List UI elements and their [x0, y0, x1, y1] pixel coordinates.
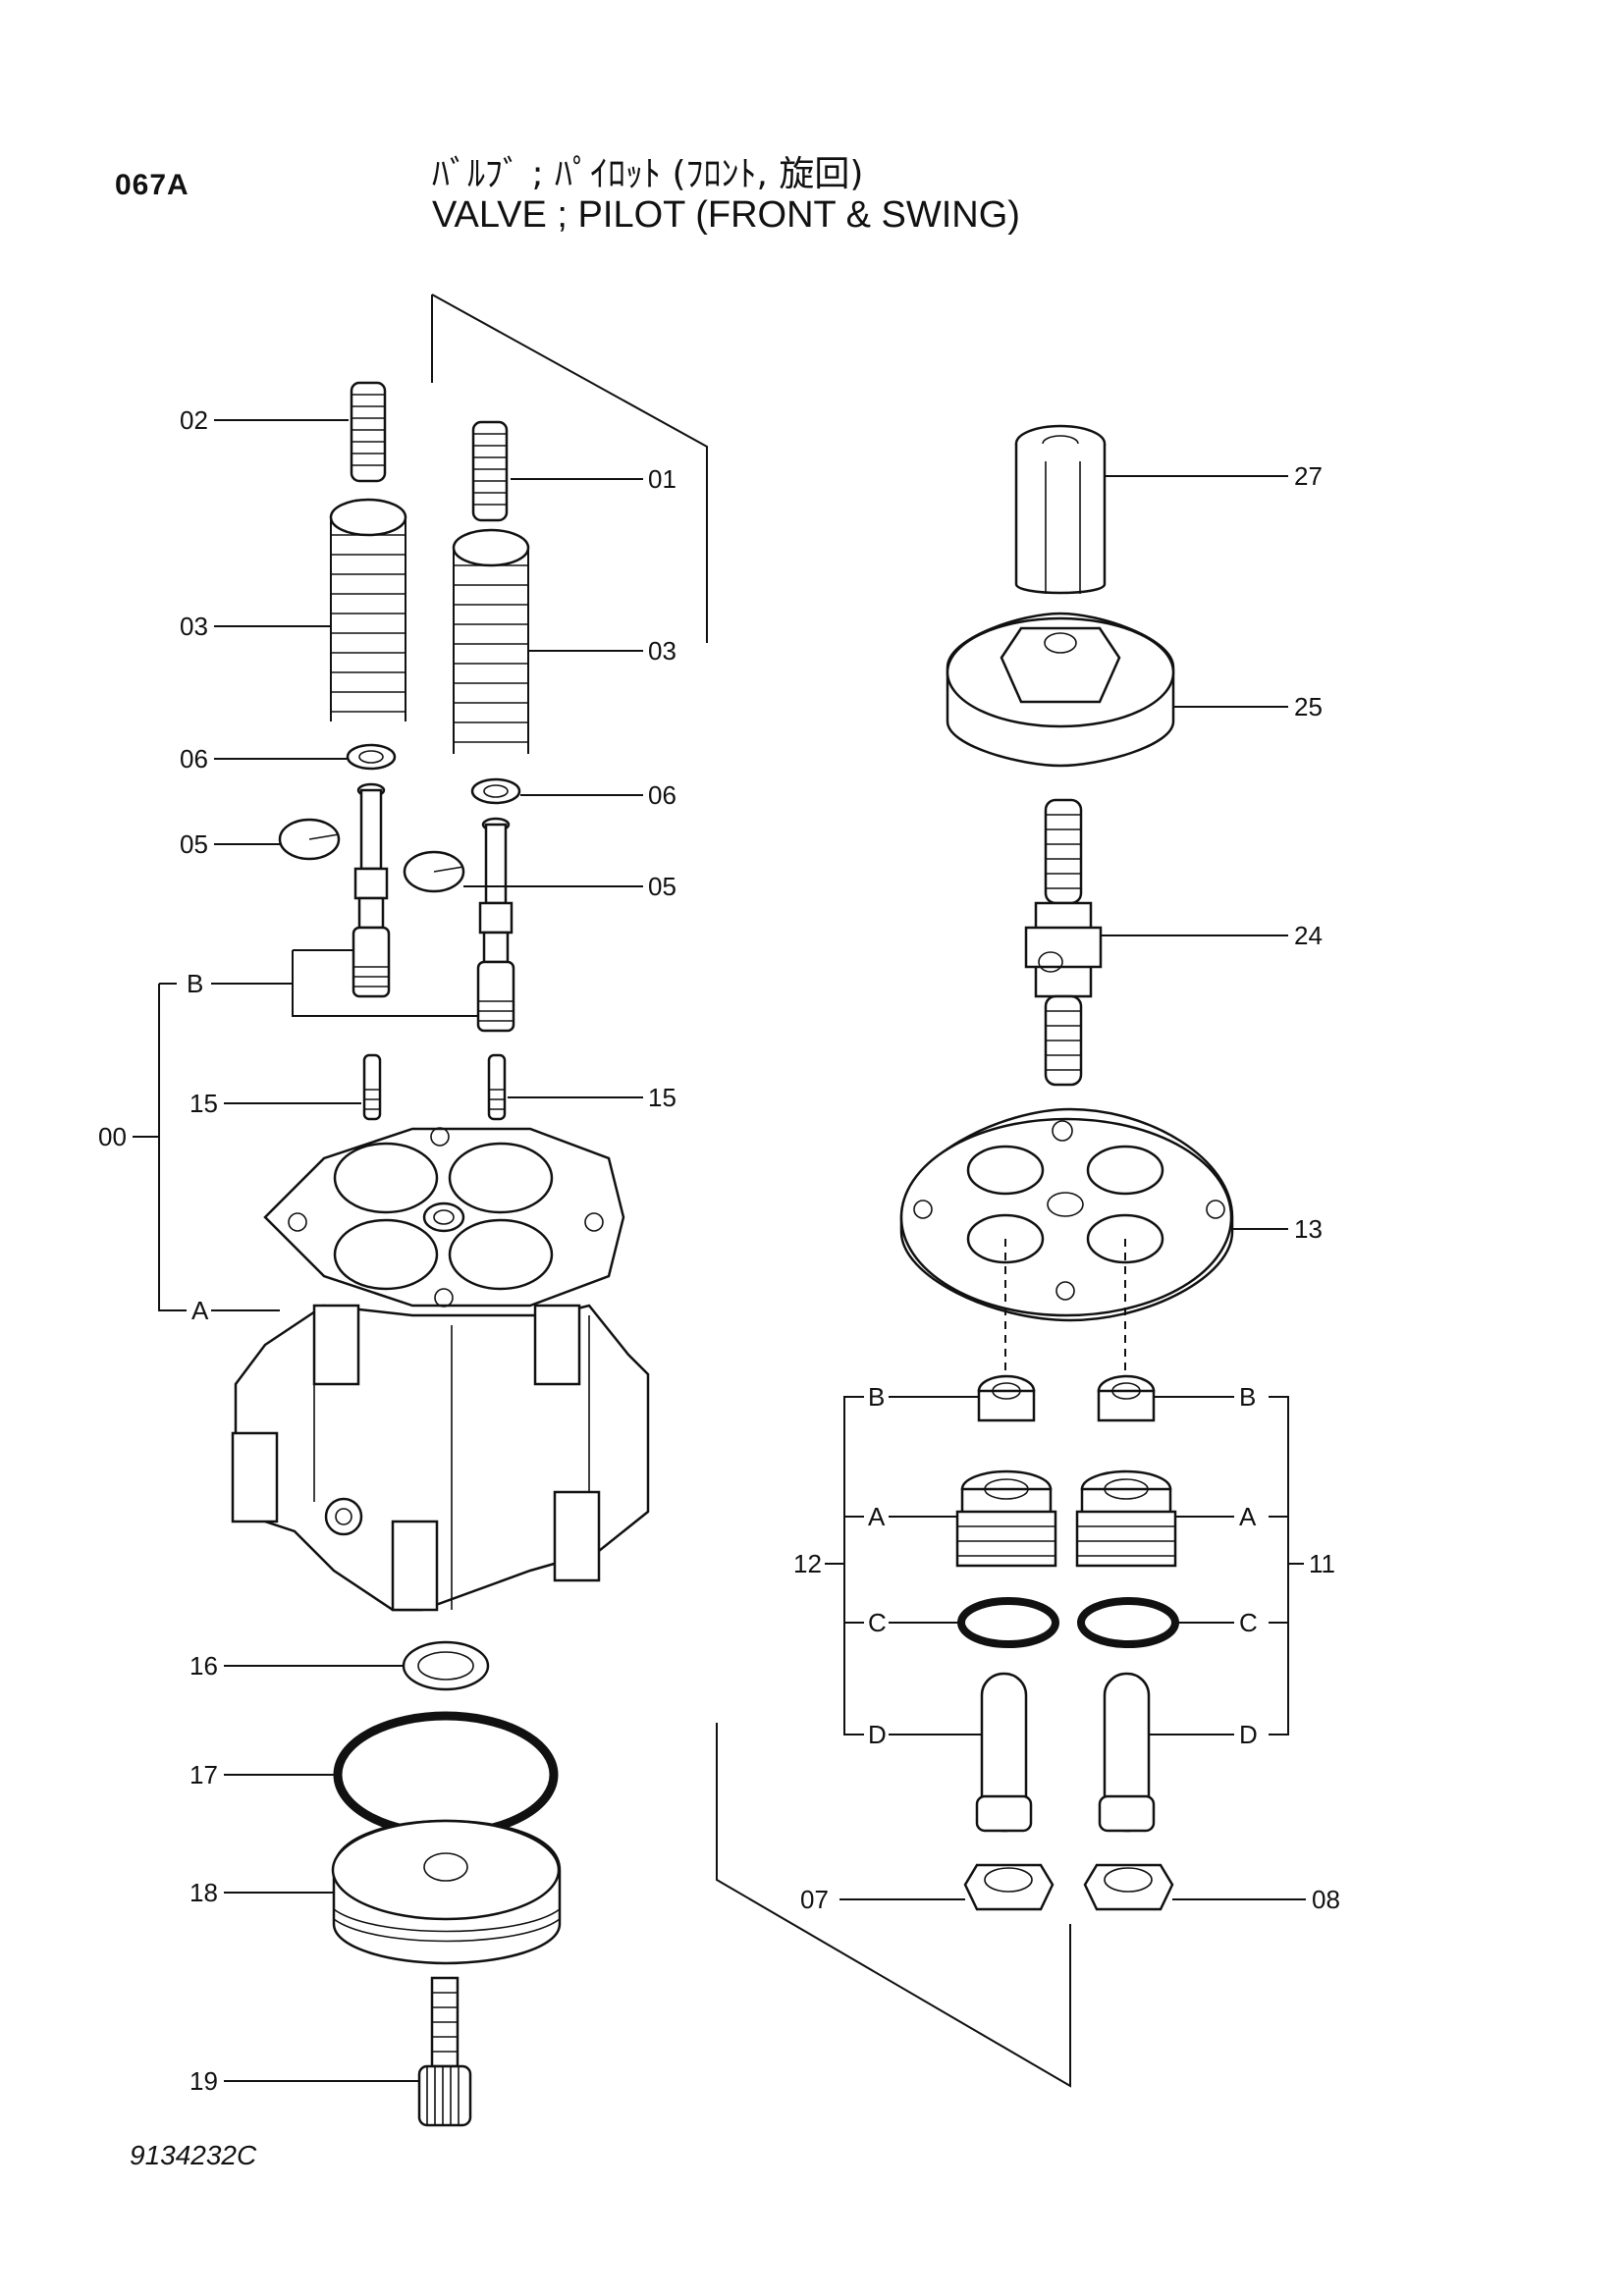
callout-18: 18 [189, 1878, 218, 1907]
callout-15-left: 15 [189, 1089, 218, 1118]
plunger-left [352, 782, 391, 998]
o-ring-17 [333, 1711, 559, 1839]
callout-12-D: D [868, 1720, 887, 1749]
callout-06-left: 06 [180, 744, 208, 774]
callout-11-C: C [1239, 1608, 1258, 1637]
plate-13 [899, 1107, 1234, 1374]
callout-06-right: 06 [648, 780, 676, 810]
page-code: 067A [115, 169, 189, 201]
callout-12-B: B [868, 1382, 885, 1412]
bolt-19 [417, 1976, 472, 2127]
callout-15-right: 15 [648, 1083, 676, 1112]
assembly-11 [1075, 1374, 1179, 1911]
callout-A-left: A [191, 1296, 209, 1325]
spring-02 [350, 381, 387, 483]
callout-25: 25 [1294, 692, 1323, 721]
callout-16: 16 [189, 1651, 218, 1681]
washer-06-left [346, 743, 397, 771]
joint-24 [1024, 798, 1103, 1087]
callout-00: 00 [98, 1122, 127, 1151]
callout-11-A: A [1239, 1502, 1257, 1531]
pin-15-left [362, 1053, 382, 1121]
plate-25 [946, 612, 1175, 768]
group-bracket-bottom [716, 1723, 1071, 2088]
nut-27 [1014, 424, 1107, 595]
callout-24: 24 [1294, 921, 1323, 950]
spring-03-left [329, 498, 407, 721]
callout-11: 11 [1309, 1549, 1335, 1578]
callout-13: 13 [1294, 1214, 1323, 1244]
callout-08: 08 [1312, 1885, 1340, 1914]
pin-15-right [487, 1053, 507, 1121]
title-japanese: ﾊﾞﾙﾌﾞ ; ﾊﾟｲﾛｯﾄ (ﾌﾛﾝﾄ, 旋回) [432, 154, 864, 194]
spring-03-right [452, 528, 530, 754]
clip-05-left [278, 818, 341, 861]
clip-05-right [403, 850, 465, 893]
drawing-number: 9134232C [130, 2140, 257, 2170]
plate-18 [331, 1819, 562, 1965]
callout-12: 12 [793, 1549, 822, 1578]
callout-03-left: 03 [180, 612, 208, 641]
callout-05-left: 05 [180, 829, 208, 859]
washer-06-right [470, 777, 521, 805]
valve-casing [231, 1127, 650, 1612]
callout-07: 07 [800, 1885, 829, 1914]
title-english: VALVE ; PILOT (FRONT & SWING) [432, 194, 1020, 236]
assembly-12 [955, 1374, 1059, 1911]
spring-01 [471, 420, 509, 522]
callout-12-C: C [868, 1608, 887, 1637]
seal-16 [402, 1640, 490, 1691]
callout-17: 17 [189, 1760, 218, 1789]
callout-12-A: A [868, 1502, 886, 1531]
callout-B-left: B [187, 969, 203, 998]
callout-03-right: 03 [648, 636, 676, 666]
leader-lines [133, 419, 1306, 2082]
callout-27: 27 [1294, 461, 1323, 491]
callout-05-right: 05 [648, 872, 676, 901]
callout-01: 01 [648, 464, 676, 494]
group-bracket-top [431, 294, 708, 643]
callout-02: 02 [180, 405, 208, 435]
callout-11-D: D [1239, 1720, 1258, 1749]
plunger-right [476, 817, 515, 1033]
callout-11-B: B [1239, 1382, 1256, 1412]
callout-19: 19 [189, 2066, 218, 2096]
